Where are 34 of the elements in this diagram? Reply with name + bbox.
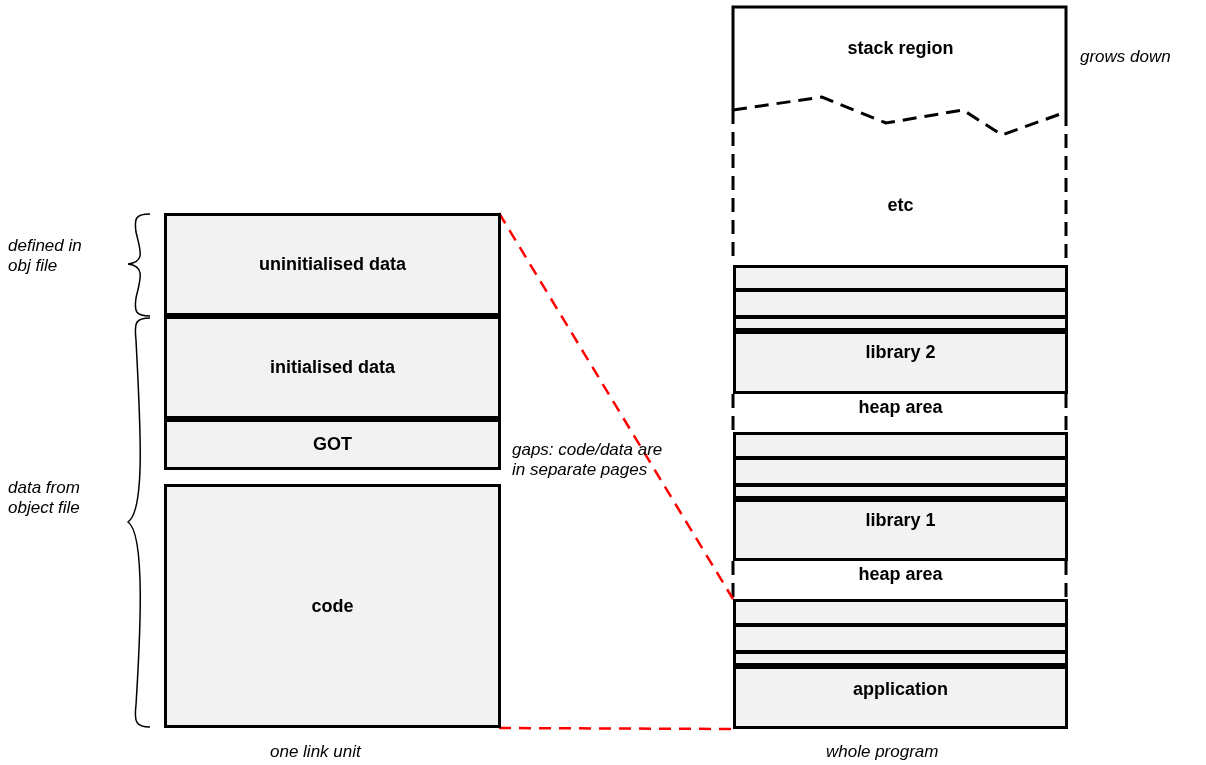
memory-stripe (733, 651, 1068, 666)
segment-label: etc (887, 194, 914, 216)
segment-label: initialised data (269, 357, 395, 378)
memory-stripe (733, 457, 1068, 486)
connector-line (499, 726, 733, 731)
memory-stripe (733, 265, 1068, 291)
note-text: one link unit (270, 742, 363, 762)
note-text: gaps: code/data are in separate pages (512, 440, 664, 480)
segment-label: GOT (313, 434, 352, 455)
segment-label: heap area (858, 396, 943, 418)
memory-segment (733, 666, 1068, 729)
memory-stripe (733, 432, 1068, 459)
memory-segment (733, 331, 1068, 394)
note-text: data from object file (8, 478, 81, 518)
memory-segment (733, 499, 1068, 561)
memory-segment (164, 484, 501, 728)
segment-label: stack region (847, 37, 954, 59)
memory-segment (164, 419, 501, 470)
memory-stripe (733, 289, 1068, 318)
segment-label: code (311, 595, 354, 617)
note-text: whole program (826, 742, 940, 762)
segment-label: heap area (858, 563, 943, 585)
memory-stripe (733, 599, 1068, 626)
memory-stripe (733, 316, 1068, 331)
segment-label: uninitialised data (259, 254, 406, 275)
segment-label: library 2 (865, 342, 936, 363)
memory-stripe (733, 484, 1068, 499)
note-text: defined in obj file (8, 236, 83, 276)
memory-segment (164, 213, 501, 316)
memory-stripe (733, 624, 1068, 653)
note-text: grows down (1080, 47, 1172, 67)
segment-label: application (853, 679, 948, 700)
segment-label: library 1 (865, 509, 936, 531)
memory-segment (164, 316, 501, 419)
